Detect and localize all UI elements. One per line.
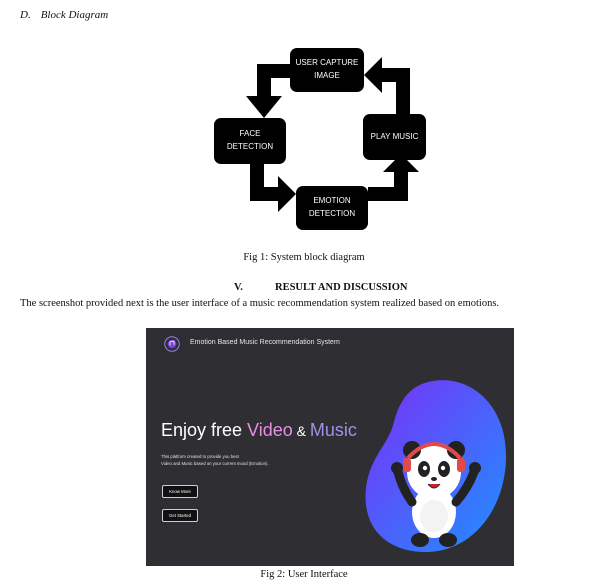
hero-title: Enjoy free Video & Music [161,420,357,441]
diagram-arrows [246,57,419,212]
section-title: RESULT AND DISCUSSION [275,282,408,293]
section-number: D. [20,9,31,21]
know-more-button[interactable]: Know More [162,485,198,498]
section-d-heading: D. Block Diagram [20,9,108,21]
section-number: V. [234,282,243,293]
box-user-capture-image: USER CAPTURE IMAGE [290,48,364,92]
get-started-button[interactable]: Get Started [162,509,198,522]
ui-screenshot: Emotion Based Music Recommendation Syste… [146,328,514,566]
subtitle-line-2: Video and Music based on your current mo… [161,460,269,466]
subtitle-line-1: This platform created to provide you bes… [161,454,239,459]
arrow-play-to-capture [364,57,410,124]
hero-subtitle: This platform created to provide you bes… [161,454,269,468]
fig1-caption: Fig 1: System block diagram [243,252,365,263]
body-paragraph: The screenshot provided next is the user… [20,298,500,309]
hero-amp-text: & [292,423,310,439]
fig2-caption: Fig 2: User Interface [260,569,348,580]
box-face-detection: FACE DETECTION [214,118,286,164]
arrow-capture-to-face [246,64,290,118]
hero-illustration [365,380,507,553]
arrow-emotion-to-play [368,154,419,201]
app-title: Emotion Based Music Recommendation Syste… [190,339,340,346]
box-play-music: PLAY MUSIC [363,114,426,160]
panda-mascot-icon [391,441,481,547]
hero-enjoy-text: Enjoy free [161,420,248,440]
hero-music-text: Music [309,420,357,440]
box-emotion-detection: EMOTION DETECTION [296,186,368,230]
arrow-face-to-emotion [250,162,296,212]
app-logo-icon [164,336,180,352]
block-diagram: USER CAPTURE IMAGE FACE DETECTION EMOTIO… [210,44,426,234]
hero-video-text: Video [247,420,293,440]
section-title: Block Diagram [40,9,109,21]
